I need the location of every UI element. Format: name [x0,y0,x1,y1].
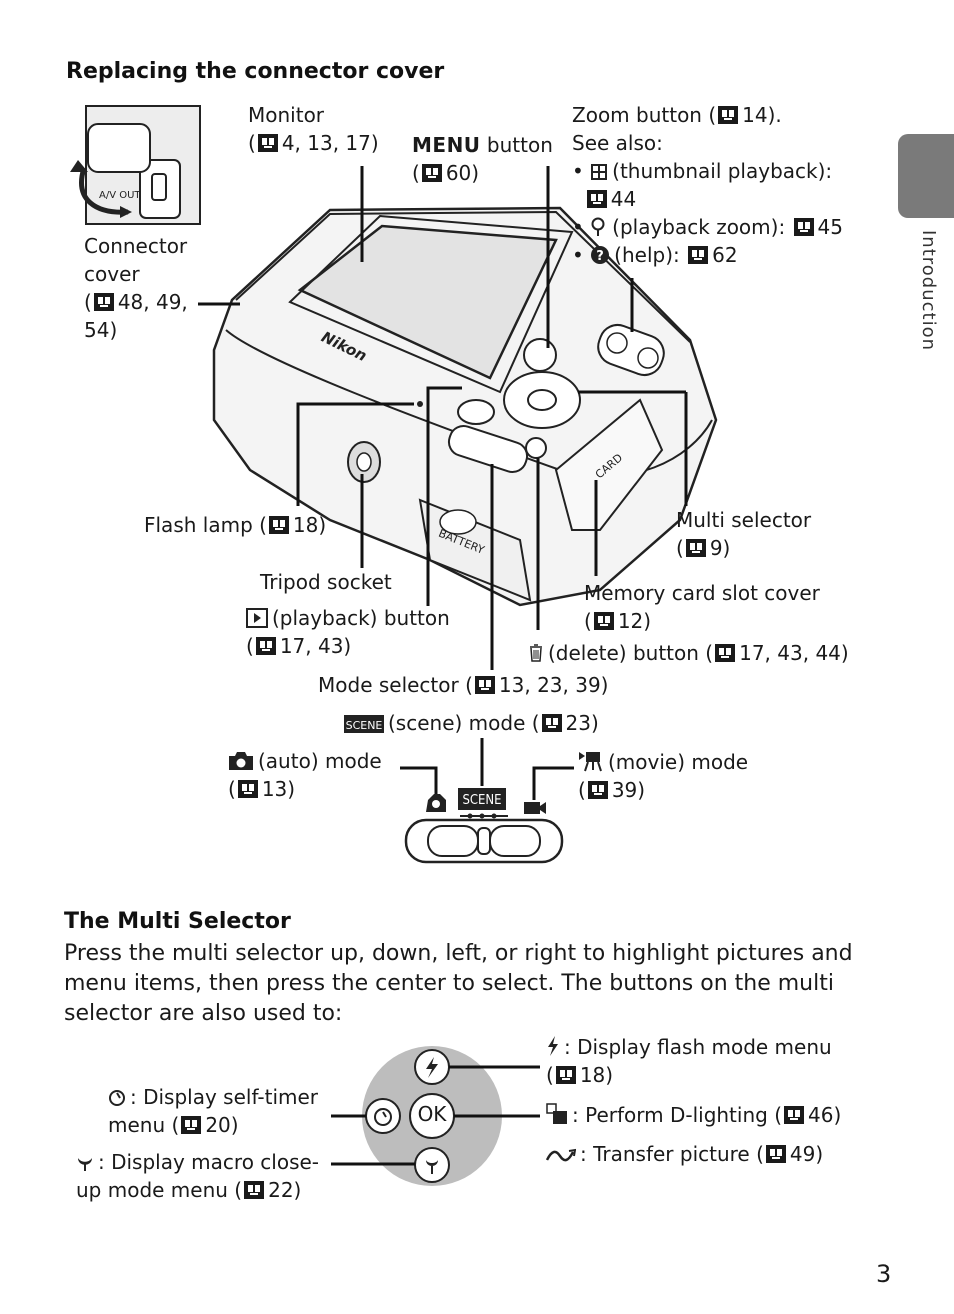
reference-icon [784,1106,804,1124]
reference-icon [238,780,258,798]
auto-mode-label: (auto) mode (13) [228,749,382,801]
reference-icon [556,1066,576,1084]
multi-selector-heading: The Multi Selector [64,909,291,934]
tripod-socket-label: Tripod socket [260,570,392,594]
reference-icon [258,134,278,152]
macro-icon [78,1158,92,1171]
reference-icon [766,1145,786,1163]
flash-mode-label: : Display flash mode menu (18) [546,1035,832,1087]
reference-icon [94,293,114,311]
self-timer-icon [109,1090,125,1106]
movie-mode-label: (movie) mode (39) [578,750,749,802]
camera-icon [229,752,253,770]
svg-text:SCENE: SCENE [346,719,383,732]
playback-icon [246,608,268,628]
mode-selector-closeup: SCENE [404,788,564,864]
reference-icon [588,781,608,799]
scene-icon: SCENE [344,715,384,733]
scene-mode-label: SCENE(scene) mode (23) [344,711,599,735]
memory-card-label: Memory card slot cover (12) [584,581,820,633]
multi-selector-label: Multi selector (9) [676,508,812,560]
camera-illustration: A/V OUT Nikon CARD BATTERY [70,105,718,864]
d-lighting-label: : Perform D-lighting (46) [546,1101,841,1129]
transfer-icon [546,1148,576,1162]
playback-button-label: (playback) button (17, 43) [246,606,450,658]
monitor-label: Monitor (4, 13, 17) [248,103,379,155]
transfer-label: : Transfer picture (49) [546,1140,823,1168]
reference-icon [181,1116,201,1134]
reference-icon [244,1181,264,1199]
self-timer-label: : Display self-timer menu (20) [108,1085,319,1137]
reference-icon [256,637,276,655]
reference-icon [475,676,495,694]
connector-inset: A/V OUT [70,105,201,225]
zoom-button-label: Zoom button (14). See also: • (thumbnail… [572,103,843,267]
reference-icon [688,246,708,264]
reference-icon [422,164,442,182]
reference-icon [269,516,289,534]
flash-icon [548,1036,558,1056]
svg-text:?: ? [596,249,604,264]
reference-icon [587,190,607,208]
svg-text:A/V OUT: A/V OUT [99,190,141,201]
flash-lamp-label: Flash lamp (18) [144,513,327,537]
macro-label: : Display macro close- up mode menu (22) [76,1150,320,1202]
reference-icon [594,612,614,630]
mode-selector-label: Mode selector (13, 23, 39) [318,673,609,697]
leader-lines [198,166,688,800]
menu-button-label: MENU button (60) [412,133,553,185]
svg-text:SCENE: SCENE [462,793,501,808]
ok-button-label: OK [417,1102,447,1126]
movie-icon [579,752,602,772]
reference-icon [794,218,814,236]
reference-icon [686,539,706,557]
help-icon: ? [591,246,610,264]
reference-icon [542,714,562,732]
zoom-icon [591,217,605,236]
page-number: 3 [876,1260,892,1288]
d-lighting-icon [546,1103,567,1124]
connector-cover-label: Connector cover (48, 49, 54) [84,234,188,342]
chapter-tab [898,134,954,218]
delete-button-label: (delete) button (17, 43, 44) [528,639,849,667]
reference-icon [715,644,735,662]
trash-icon [530,644,542,662]
section-title: Replacing the connector cover [66,59,445,84]
thumbnail-icon [591,164,608,180]
reference-icon [718,106,738,124]
chapter-label: Introduction [918,230,939,352]
multi-selector-paragraph: Press the multi selector up, down, left,… [64,941,853,1026]
